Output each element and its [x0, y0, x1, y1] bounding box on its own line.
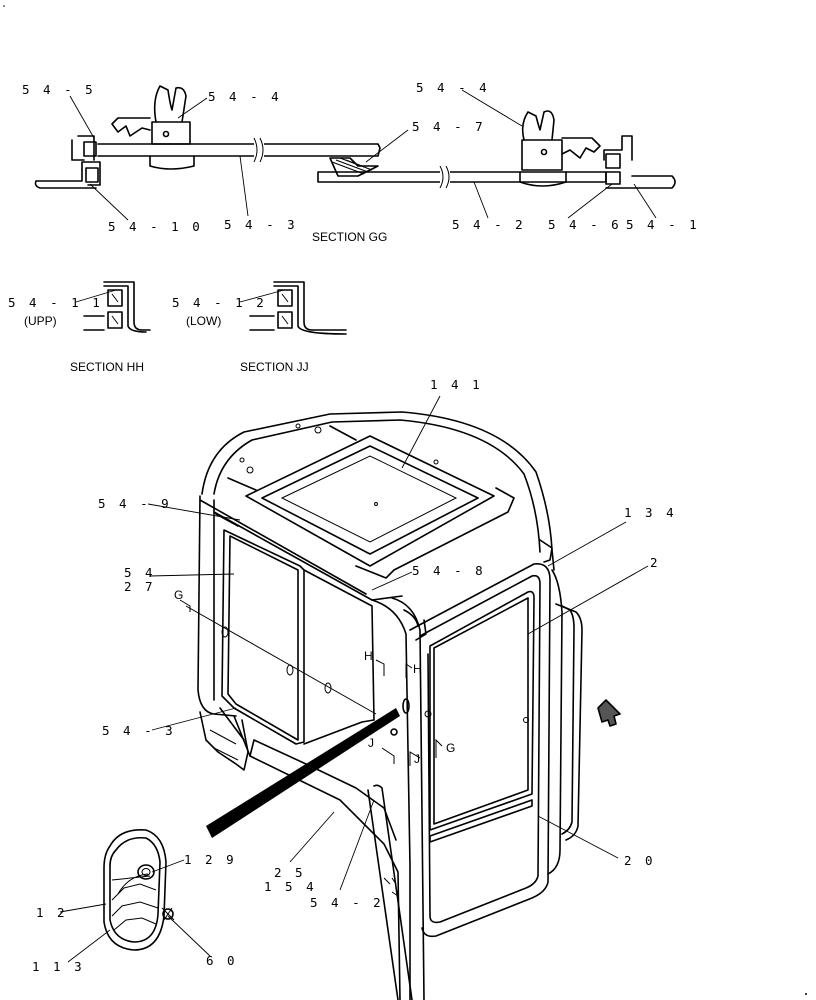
- cab-leaders: [59, 395, 649, 963]
- callout-54-3-top: 5 4 - 3: [224, 217, 298, 232]
- callout-113: 1 1 3: [32, 959, 85, 974]
- callout-54-5: 5 4 - 5: [22, 82, 96, 97]
- section-mark-j-right: J: [414, 752, 420, 766]
- callout-20: 2 0: [624, 853, 656, 868]
- callout-54-2-top: 5 4 - 2: [452, 217, 526, 232]
- callout-54-3-main: 5 4 - 3: [102, 723, 176, 738]
- callout-54: 5 4: [124, 565, 156, 580]
- section-mark-g-top: G: [174, 588, 183, 602]
- callout-54-2-main: 5 4 - 2: [310, 895, 384, 910]
- section-hh-jj-leaders: [75, 289, 285, 303]
- section-mark-g-bottom: G: [446, 741, 455, 755]
- qualifier-low: (LOW): [186, 314, 221, 328]
- callout-129: 1 2 9: [184, 852, 237, 867]
- callout-54-9: 5 4 - 9: [98, 496, 172, 511]
- section-hh-view: [83, 281, 151, 333]
- callout-54-12: 5 4 - 1 2: [172, 295, 267, 310]
- qualifier-upp: (UPP): [24, 314, 57, 328]
- callout-54-4-left: 5 4 - 4: [208, 89, 282, 104]
- section-gg-view: [34, 85, 676, 189]
- callout-60: 6 0: [206, 953, 238, 968]
- callout-2: 2: [650, 555, 661, 570]
- callout-54-1: 5 4 - 1: [626, 217, 700, 232]
- section-jj-view: [249, 281, 347, 335]
- labels: 5 4 - 5 5 4 - 4 5 4 - 4 5 4 - 7 5 4 - 1 …: [8, 80, 700, 974]
- callout-54-10: 5 4 - 1 0: [108, 219, 203, 234]
- section-gg-title: SECTION GG: [312, 230, 387, 244]
- callout-134: 1 3 4: [624, 505, 677, 520]
- callout-54-6: 5 4 - 6: [548, 217, 622, 232]
- section-mark-h-left: H: [364, 649, 373, 663]
- callout-141: 1 4 1: [430, 377, 483, 392]
- section-mark-j-left: J: [368, 736, 374, 750]
- callout-54-4-right: 5 4 - 4: [416, 80, 490, 95]
- callout-154: 1 5 4: [264, 879, 317, 894]
- operator-cab: [3, 5, 807, 1000]
- section-gg-leaders: [69, 89, 657, 221]
- section-jj-title: SECTION JJ: [240, 360, 309, 374]
- rear-view-mirror: [103, 829, 175, 951]
- callout-27: 2 7: [124, 579, 156, 594]
- callout-54-11: 5 4 - 1 1: [8, 295, 103, 310]
- callout-54-7: 5 4 - 7: [412, 119, 486, 134]
- callout-54-8: 5 4 - 8: [412, 563, 486, 578]
- section-hh-title: SECTION HH: [70, 360, 144, 374]
- callout-25: 2 5: [274, 865, 306, 880]
- section-mark-h-right: H: [413, 662, 422, 676]
- callout-12: 1 2: [36, 905, 68, 920]
